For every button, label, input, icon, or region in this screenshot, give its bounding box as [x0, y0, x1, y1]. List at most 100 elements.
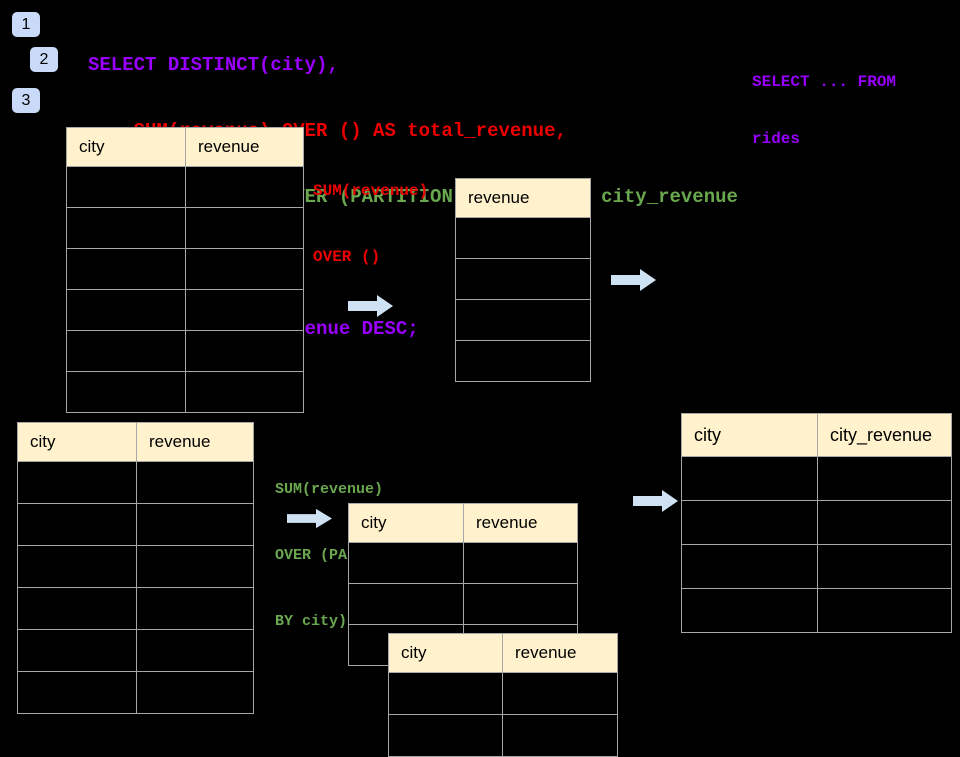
- empty-cell: [136, 461, 254, 504]
- right-arrow-icon: [348, 295, 393, 317]
- total-revenue-label: SUM(revenue) OVER (): [313, 136, 428, 290]
- table-row: [455, 258, 591, 300]
- empty-cell: [817, 500, 952, 545]
- empty-cell: [388, 672, 503, 715]
- table-row: [388, 672, 618, 715]
- table-row: [455, 340, 591, 382]
- city-revenue-result-table: city city_revenue: [681, 413, 952, 633]
- column-header-city: city: [388, 633, 503, 673]
- table-header-row: city revenue: [17, 422, 254, 462]
- empty-cell: [455, 217, 591, 259]
- sql-line-select: SELECT DISTINCT(city),: [88, 54, 339, 76]
- column-header-revenue: revenue: [502, 633, 618, 673]
- table-row: [17, 629, 254, 672]
- table-row: [348, 542, 578, 584]
- partition-overlay-table: city revenue: [388, 633, 618, 757]
- column-header-city: city: [17, 422, 137, 462]
- table-row: [388, 714, 618, 757]
- empty-cell: [185, 166, 304, 208]
- empty-cell: [185, 371, 304, 413]
- table-row: [681, 500, 952, 545]
- table-row: [17, 587, 254, 630]
- table-row: [681, 588, 952, 633]
- empty-cell: [66, 371, 186, 413]
- empty-cell: [817, 456, 952, 501]
- total-revenue-label-line-1: SUM(revenue): [313, 182, 429, 200]
- empty-cell: [136, 629, 254, 672]
- empty-cell: [681, 588, 818, 633]
- table-header-row: city revenue: [388, 633, 618, 673]
- partition-label-line-1: SUM(revenue): [275, 481, 384, 498]
- table-row: [17, 671, 254, 714]
- rides-source-table-bottom: city revenue: [17, 422, 254, 714]
- empty-cell: [17, 461, 137, 504]
- empty-cell: [455, 299, 591, 341]
- empty-cell: [455, 258, 591, 300]
- column-header-revenue: revenue: [455, 178, 591, 218]
- empty-cell: [17, 629, 137, 672]
- total-revenue-label-line-2: OVER (): [313, 248, 381, 266]
- total-revenue-result-table: revenue: [455, 178, 591, 382]
- step-badge-3: 3: [12, 88, 40, 113]
- table-row: [66, 248, 304, 290]
- side-code-line-2: rides: [752, 130, 801, 148]
- table-header-row: city revenue: [66, 127, 304, 167]
- column-header-city: city: [348, 503, 464, 543]
- partition-label-line-3: BY city): [275, 613, 348, 630]
- table-row: [66, 371, 304, 413]
- empty-cell: [502, 714, 618, 757]
- empty-cell: [502, 672, 618, 715]
- side-code-line-1: SELECT ... FROM: [752, 73, 897, 91]
- empty-cell: [681, 456, 818, 501]
- table-row: [66, 330, 304, 372]
- step-badge-1: 1: [12, 12, 40, 37]
- empty-cell: [136, 503, 254, 546]
- empty-cell: [17, 671, 137, 714]
- empty-cell: [136, 587, 254, 630]
- empty-cell: [455, 340, 591, 382]
- empty-cell: [136, 671, 254, 714]
- empty-cell: [185, 330, 304, 372]
- empty-cell: [17, 545, 137, 588]
- column-header-revenue: revenue: [185, 127, 304, 167]
- empty-cell: [66, 330, 186, 372]
- table-row: [681, 544, 952, 589]
- table-row: [66, 289, 304, 331]
- table-row: [17, 503, 254, 546]
- table-row: [17, 461, 254, 504]
- table-row: [455, 217, 591, 259]
- column-header-city-revenue: city_revenue: [817, 413, 952, 457]
- table-header-row: city revenue: [348, 503, 578, 543]
- empty-cell: [136, 545, 254, 588]
- table-row: [681, 456, 952, 501]
- empty-cell: [185, 289, 304, 331]
- column-header-revenue: revenue: [136, 422, 254, 462]
- empty-cell: [463, 583, 578, 625]
- empty-cell: [817, 588, 952, 633]
- empty-cell: [817, 544, 952, 589]
- table-row: [17, 545, 254, 588]
- empty-cell: [681, 500, 818, 545]
- empty-cell: [66, 166, 186, 208]
- table-row: [348, 583, 578, 625]
- column-header-revenue: revenue: [463, 503, 578, 543]
- empty-cell: [388, 714, 503, 757]
- step-badge-2: 2: [30, 47, 58, 72]
- right-arrow-icon: [633, 490, 678, 512]
- empty-cell: [463, 542, 578, 584]
- table-row: [66, 166, 304, 208]
- empty-cell: [185, 248, 304, 290]
- table-header-row: city city_revenue: [681, 413, 952, 457]
- rides-source-table-top: city revenue: [66, 127, 304, 413]
- table-row: [66, 207, 304, 249]
- empty-cell: [348, 583, 464, 625]
- right-arrow-icon: [287, 508, 332, 529]
- table-row: [455, 299, 591, 341]
- empty-cell: [66, 207, 186, 249]
- right-arrow-icon: [611, 269, 656, 291]
- empty-cell: [17, 587, 137, 630]
- table-header-row: revenue: [455, 178, 591, 218]
- empty-cell: [681, 544, 818, 589]
- empty-cell: [66, 289, 186, 331]
- side-code-from-rides: SELECT ... FROM rides: [752, 35, 896, 168]
